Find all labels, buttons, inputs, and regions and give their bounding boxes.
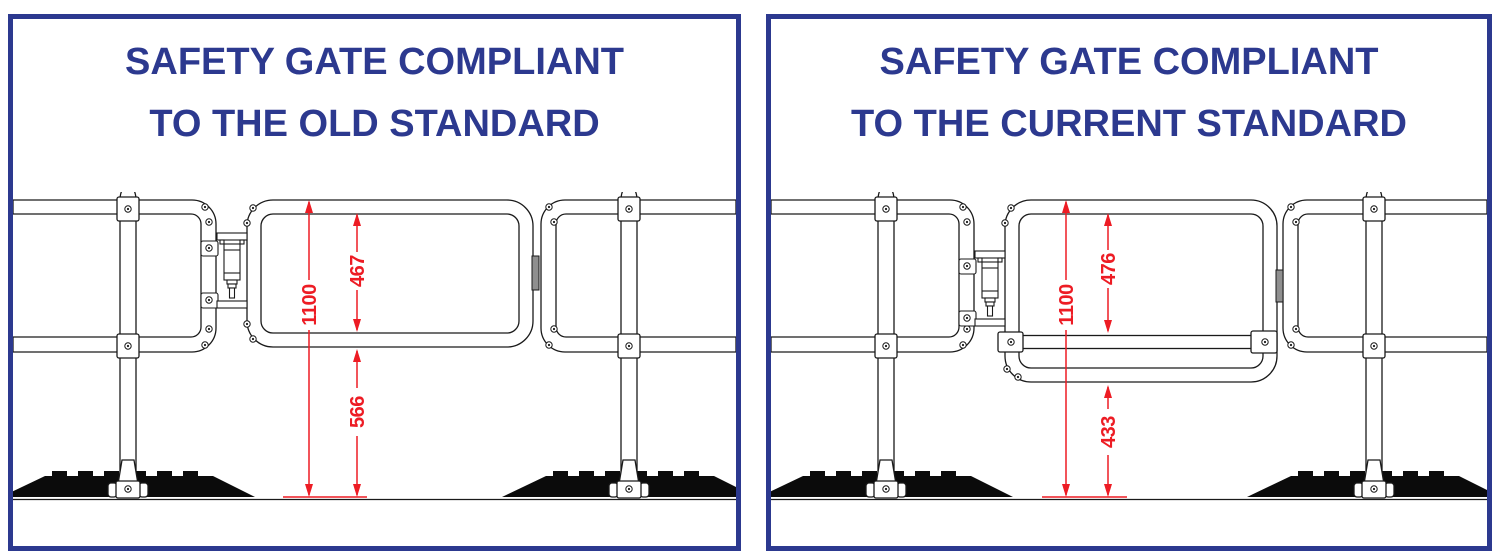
dim-label-overall-height: 1100 (299, 284, 321, 326)
gate-latch-plate (531, 255, 540, 291)
dim-overall-height: 1100 (1056, 200, 1078, 497)
title-line-1: SAFETY GATE COMPLIANT (879, 41, 1379, 83)
dim-label-overall-height: 1100 (1056, 284, 1078, 326)
title-line-2: TO THE OLD STANDARD (149, 103, 600, 145)
dim-label-gate-height: 476 (1098, 253, 1120, 285)
diagram-old-standard: 1100 467 566 (13, 192, 736, 501)
safety-gate-old (243, 199, 540, 348)
panel-old-standard: SAFETY GATE COMPLIANT TO THE OLD STANDAR… (8, 14, 741, 551)
dim-label-gap-below-gate: 566 (347, 396, 369, 428)
panel-title-current: SAFETY GATE COMPLIANT TO THE CURRENT STA… (771, 31, 1487, 155)
handrail-end-latch-side (540, 199, 736, 353)
handrail-end-hinge-side (13, 199, 217, 353)
panel-title-old: SAFETY GATE COMPLIANT TO THE OLD STANDAR… (13, 31, 736, 155)
dimensions: 1100 476 433 (1042, 200, 1127, 498)
panel-current-standard: SAFETY GATE COMPLIANT TO THE CURRENT STA… (766, 14, 1492, 551)
dim-gate-height: 476 (1098, 213, 1120, 333)
title-line-2: TO THE CURRENT STANDARD (851, 103, 1407, 145)
handrail-end-hinge-side (771, 199, 975, 353)
title-line-1: SAFETY GATE COMPLIANT (125, 41, 624, 83)
dim-label-gap-below-gate: 433 (1098, 416, 1120, 448)
gate-mid-rail (1018, 334, 1256, 350)
diagram-current-standard: 1100 476 433 (771, 192, 1487, 501)
dim-gate-height: 467 (347, 213, 369, 332)
safety-gate-current (997, 199, 1284, 383)
gate-latch-plate (1275, 269, 1284, 303)
dim-gap-below-gate: 566 (347, 349, 369, 497)
dim-overall-height: 1100 (299, 200, 321, 497)
dim-label-gate-height: 467 (347, 255, 369, 287)
dimensions: 1100 467 566 (283, 200, 369, 498)
dim-gap-below-gate: 433 (1098, 385, 1120, 497)
handrail-end-latch-side (1282, 199, 1487, 353)
